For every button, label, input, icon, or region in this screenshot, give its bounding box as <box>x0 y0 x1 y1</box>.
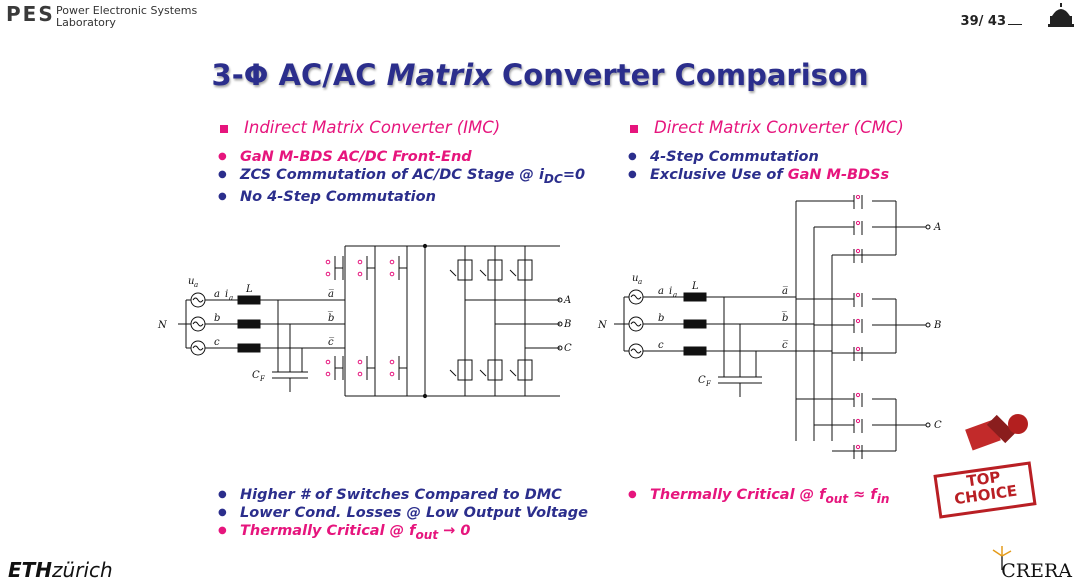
ac-sources <box>614 289 644 359</box>
lab-name: Power Electronic Systems Laboratory <box>56 5 197 29</box>
imc-schematic: N u a a b c i a L a̅ b̅ c̅ C F A B C <box>157 243 572 399</box>
label-N: N <box>157 320 168 331</box>
label-ia: i <box>669 286 672 297</box>
list-item: Higher # of Switches Compared to DMC <box>218 486 588 504</box>
bullet-text: AC/DC Front-End <box>332 149 472 165</box>
bullet-text: Lower Cond. Losses @ Low Output Voltage <box>240 505 588 521</box>
bullet-text: Higher # of Switches Compared to DMC <box>240 487 562 503</box>
label-CF-sub: F <box>705 380 712 388</box>
label-CF: C <box>252 370 260 381</box>
title-prefix: 3-Φ AC/AC <box>211 58 387 92</box>
stamp-icon <box>965 414 1028 451</box>
label-C: C <box>564 343 572 354</box>
bullet-text: 4-Step Commutation <box>650 149 819 165</box>
bullet-text: No 4-Step Commutation <box>240 188 436 205</box>
eth-rest: zürich <box>52 558 113 582</box>
imc-bullets-top: GaN M-BDS AC/DC Front-End ZCS Commutatio… <box>218 148 585 206</box>
switch-matrix <box>796 195 897 459</box>
label-b: b <box>658 313 664 324</box>
list-item: ZCS Commutation of AC/DC Stage @ iDC=0 <box>218 166 585 188</box>
cmc-heading-text: Direct Matrix Converter (CMC) <box>654 118 904 137</box>
cmc-bullets-bottom: Thermally Critical @ fout ≈ fin <box>628 486 889 508</box>
label-cbar: c̅ <box>328 337 334 348</box>
title-italic: Matrix <box>386 58 492 92</box>
label-bbar: b̅ <box>328 312 335 324</box>
label-N: N <box>597 320 608 331</box>
eth-bold: ETH <box>8 558 53 582</box>
list-item: GaN M-BDS AC/DC Front-End <box>218 148 585 166</box>
label-ua: u <box>632 273 638 284</box>
list-item: Thermally Critical @ fout → 0 <box>218 522 588 544</box>
label-abar: a̅ <box>328 289 334 300</box>
crera-logo: CRERA <box>1001 560 1072 582</box>
slide-title: 3-Φ AC/AC Matrix Converter Comparison <box>0 58 1080 92</box>
square-bullet-icon <box>220 124 228 133</box>
list-item: Exclusive Use of GaN M-BDSs <box>628 166 889 184</box>
bullet-sub: out <box>415 527 439 542</box>
imc-heading-text: Indirect Matrix Converter (IMC) <box>244 118 501 137</box>
bullet-pink-text: Thermally Critical @ f <box>240 523 416 539</box>
label-L: L <box>691 281 699 292</box>
label-b: b <box>214 313 220 324</box>
eth-logo: ETHzürich <box>8 558 113 582</box>
title-suffix: Converter Comparison <box>491 58 869 92</box>
label-ia-sub: a <box>673 291 677 299</box>
label-ua-sub: a <box>194 281 198 289</box>
label-CF: C <box>698 375 706 386</box>
cmc-schematic: N u a a b c i a L a̅ b̅ c̅ C F A B C <box>597 195 942 459</box>
label-ia: i <box>225 289 228 300</box>
label-A: A <box>563 295 571 306</box>
bullet-text: ZCS Commutation of AC/DC Stage @ i <box>240 167 544 183</box>
page-number: 39/ 43 <box>961 14 1022 29</box>
list-item: 4-Step Commutation <box>628 148 889 166</box>
label-ia-sub: a <box>229 294 233 302</box>
list-item: Thermally Critical @ fout ≈ fin <box>628 486 889 508</box>
label-B: B <box>933 320 941 331</box>
label-CF-sub: F <box>259 375 266 383</box>
bullet-sub: out <box>825 491 849 506</box>
building-icon <box>1048 3 1074 27</box>
bullet-sub2: in <box>876 491 890 506</box>
label-c: c <box>214 337 220 348</box>
label-B: B <box>563 319 571 330</box>
label-a: a <box>214 289 220 300</box>
label-A: A <box>933 222 941 233</box>
bullet-sub: DC <box>543 171 563 186</box>
bullet-text: Exclusive Use of <box>650 167 788 183</box>
bullet-pink-text: Thermally Critical @ f <box>650 487 826 503</box>
imc-bullets-bottom: Higher # of Switches Compared to DMC Low… <box>218 486 588 544</box>
list-item: Lower Cond. Losses @ Low Output Voltage <box>218 504 588 522</box>
bullet-tail: → 0 <box>438 523 471 539</box>
label-bbar: b̅ <box>782 312 789 324</box>
label-ua: u <box>188 276 194 287</box>
inverter-legs <box>449 246 533 396</box>
page-total: 43 <box>987 14 1006 29</box>
label-L: L <box>245 284 253 295</box>
label-a: a <box>658 286 664 297</box>
ac-sources <box>178 292 206 356</box>
list-item: No 4-Step Commutation <box>218 188 585 206</box>
bullet-pink-text: GaN M-BDS <box>240 149 333 165</box>
page-current: 39 <box>960 14 979 29</box>
bullet-tail: =0 <box>562 167 586 183</box>
imc-heading: Indirect Matrix Converter (IMC) <box>220 118 500 137</box>
bullet-pink-text: GaN M-BDSs <box>787 167 890 183</box>
lab-name-line1: Power Electronic Systems <box>56 4 198 17</box>
label-c: c <box>658 340 664 351</box>
wind-turbine-icon <box>992 546 1012 570</box>
cmc-heading: Direct Matrix Converter (CMC) <box>630 118 904 137</box>
label-ua-sub: a <box>638 278 642 286</box>
bullet-mid: ≈ f <box>848 487 877 503</box>
square-bullet-icon <box>630 124 638 133</box>
label-abar: a̅ <box>782 286 788 297</box>
front-end-switches <box>334 246 408 396</box>
label-cbar: c̅ <box>782 340 788 351</box>
cmc-bullets-top: 4-Step Commutation Exclusive Use of GaN … <box>628 148 889 184</box>
lab-name-line2: Laboratory <box>56 16 116 29</box>
label-C: C <box>934 420 942 431</box>
pes-logo: PES <box>6 2 55 26</box>
